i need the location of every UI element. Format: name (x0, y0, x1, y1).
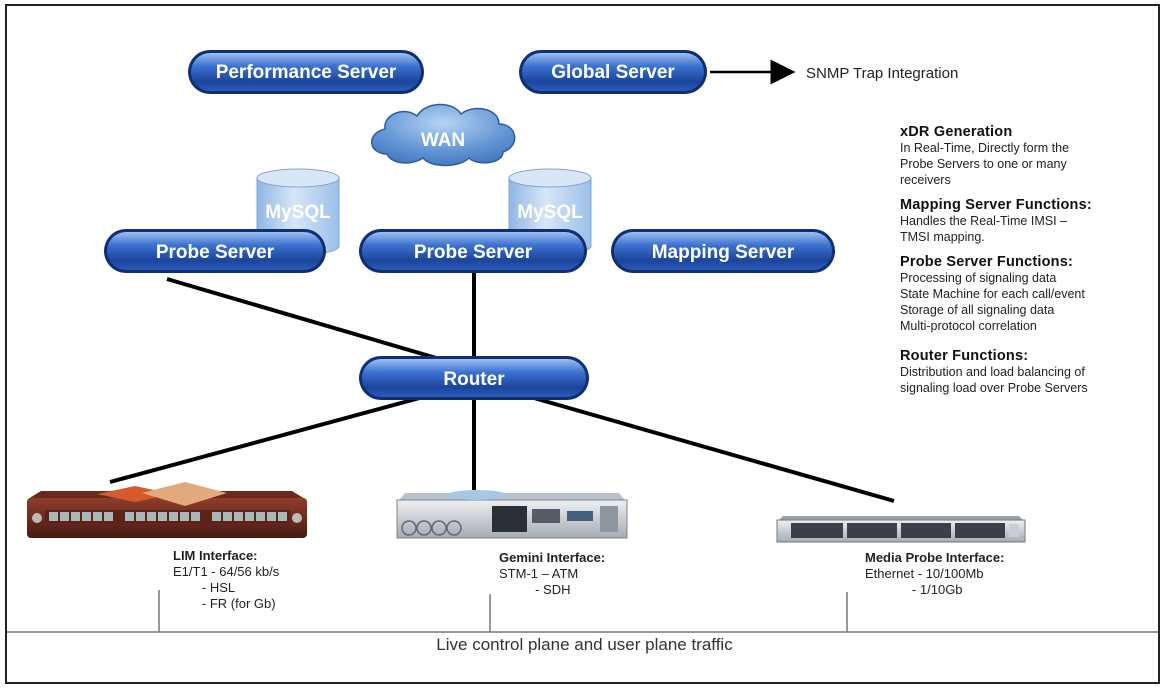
note-line: Handles the Real-Time IMSI – (900, 214, 1067, 228)
note-line: Processing of signaling data (900, 271, 1057, 285)
snmp-trap-label: SNMP Trap Integration (806, 65, 959, 82)
global-server-node[interactable]: Global Server (519, 50, 707, 94)
performance-server-node[interactable]: Performance Server (188, 50, 424, 94)
note-router-title: Router Functions: (900, 348, 1029, 364)
wan-cloud[interactable]: WAN (371, 103, 516, 167)
mapping-server-node[interactable]: Mapping Server (611, 229, 835, 273)
note-router: Router Functions: Distribution and load … (900, 348, 1158, 396)
probe-server-2-label: Probe Server (414, 242, 533, 263)
interface-line: E1/T1 - 64/56 kb/s (173, 564, 280, 579)
link-router-lim (109, 394, 428, 484)
lim-hardware-image (27, 482, 307, 538)
media-interface-title: Media Probe Interface: (865, 550, 1005, 565)
mysql-label-2: MySQL (517, 202, 583, 223)
lim-interface-text: LIM Interface: E1/T1 - 64/56 kb/s - HSL … (173, 548, 279, 612)
gemini-interface-title: Gemini Interface: (499, 550, 606, 565)
global-server-label: Global Server (551, 62, 675, 83)
note-probe-title: Probe Server Functions: (900, 254, 1073, 270)
note-mapping-title: Mapping Server Functions: (900, 197, 1092, 213)
note-line: State Machine for each call/event (900, 287, 1085, 301)
mysql-label-1: MySQL (265, 202, 331, 223)
note-mapping: Mapping Server Functions: Handles the Re… (900, 197, 1158, 245)
probe-server-1-node[interactable]: Probe Server (104, 229, 326, 273)
note-probe: Probe Server Functions: Processing of si… (900, 254, 1158, 334)
link-router-media (526, 394, 895, 503)
interface-line: - SDH (499, 582, 571, 597)
media-hardware-image (776, 516, 1026, 543)
note-line: Distribution and load balancing of (900, 365, 1085, 379)
media-interface-text: Media Probe Interface: Ethernet - 10/100… (865, 550, 1004, 598)
note-line: receivers (900, 173, 951, 187)
note-line: Probe Servers to one or many (900, 157, 1067, 171)
interface-line: Ethernet - 10/100Mb (865, 566, 984, 581)
diagram-frame: Performance Server Global Server WAN MyS… (5, 4, 1160, 684)
wan-label: WAN (421, 130, 465, 151)
lim-interface-title: LIM Interface: (173, 548, 258, 563)
interface-line: - FR (for Gb) (173, 596, 276, 611)
gemini-hardware-image (396, 490, 628, 539)
architecture-diagram: Performance Server Global Server WAN MyS… (7, 50, 1158, 633)
router-node[interactable]: Router (359, 356, 589, 400)
interface-line: - 1/10Gb (865, 582, 963, 597)
note-line: Multi-protocol correlation (900, 319, 1037, 333)
interface-line: - HSL (173, 580, 236, 595)
mapping-server-label: Mapping Server (652, 242, 795, 263)
probe-server-2-node[interactable]: Probe Server (359, 229, 587, 273)
router-label: Router (443, 369, 505, 390)
note-line: In Real-Time, Directly form the (900, 141, 1070, 155)
note-line: Storage of all signaling data (900, 303, 1055, 317)
traffic-caption: Live control plane and user plane traffi… (436, 635, 733, 654)
note-line: TMSI mapping. (900, 230, 985, 244)
link-probe1-router (166, 277, 468, 369)
gemini-interface-text: Gemini Interface: STM-1 – ATM - SDH (499, 550, 605, 598)
note-xdr: xDR Generation In Real-Time, Directly fo… (900, 124, 1158, 188)
probe-server-1-label: Probe Server (156, 242, 275, 263)
performance-server-label: Performance Server (216, 62, 397, 83)
side-notes: xDR Generation In Real-Time, Directly fo… (900, 124, 1158, 405)
note-line: signaling load over Probe Servers (900, 381, 1088, 395)
interface-line: STM-1 – ATM (499, 566, 579, 581)
note-xdr-title: xDR Generation (900, 124, 1013, 140)
